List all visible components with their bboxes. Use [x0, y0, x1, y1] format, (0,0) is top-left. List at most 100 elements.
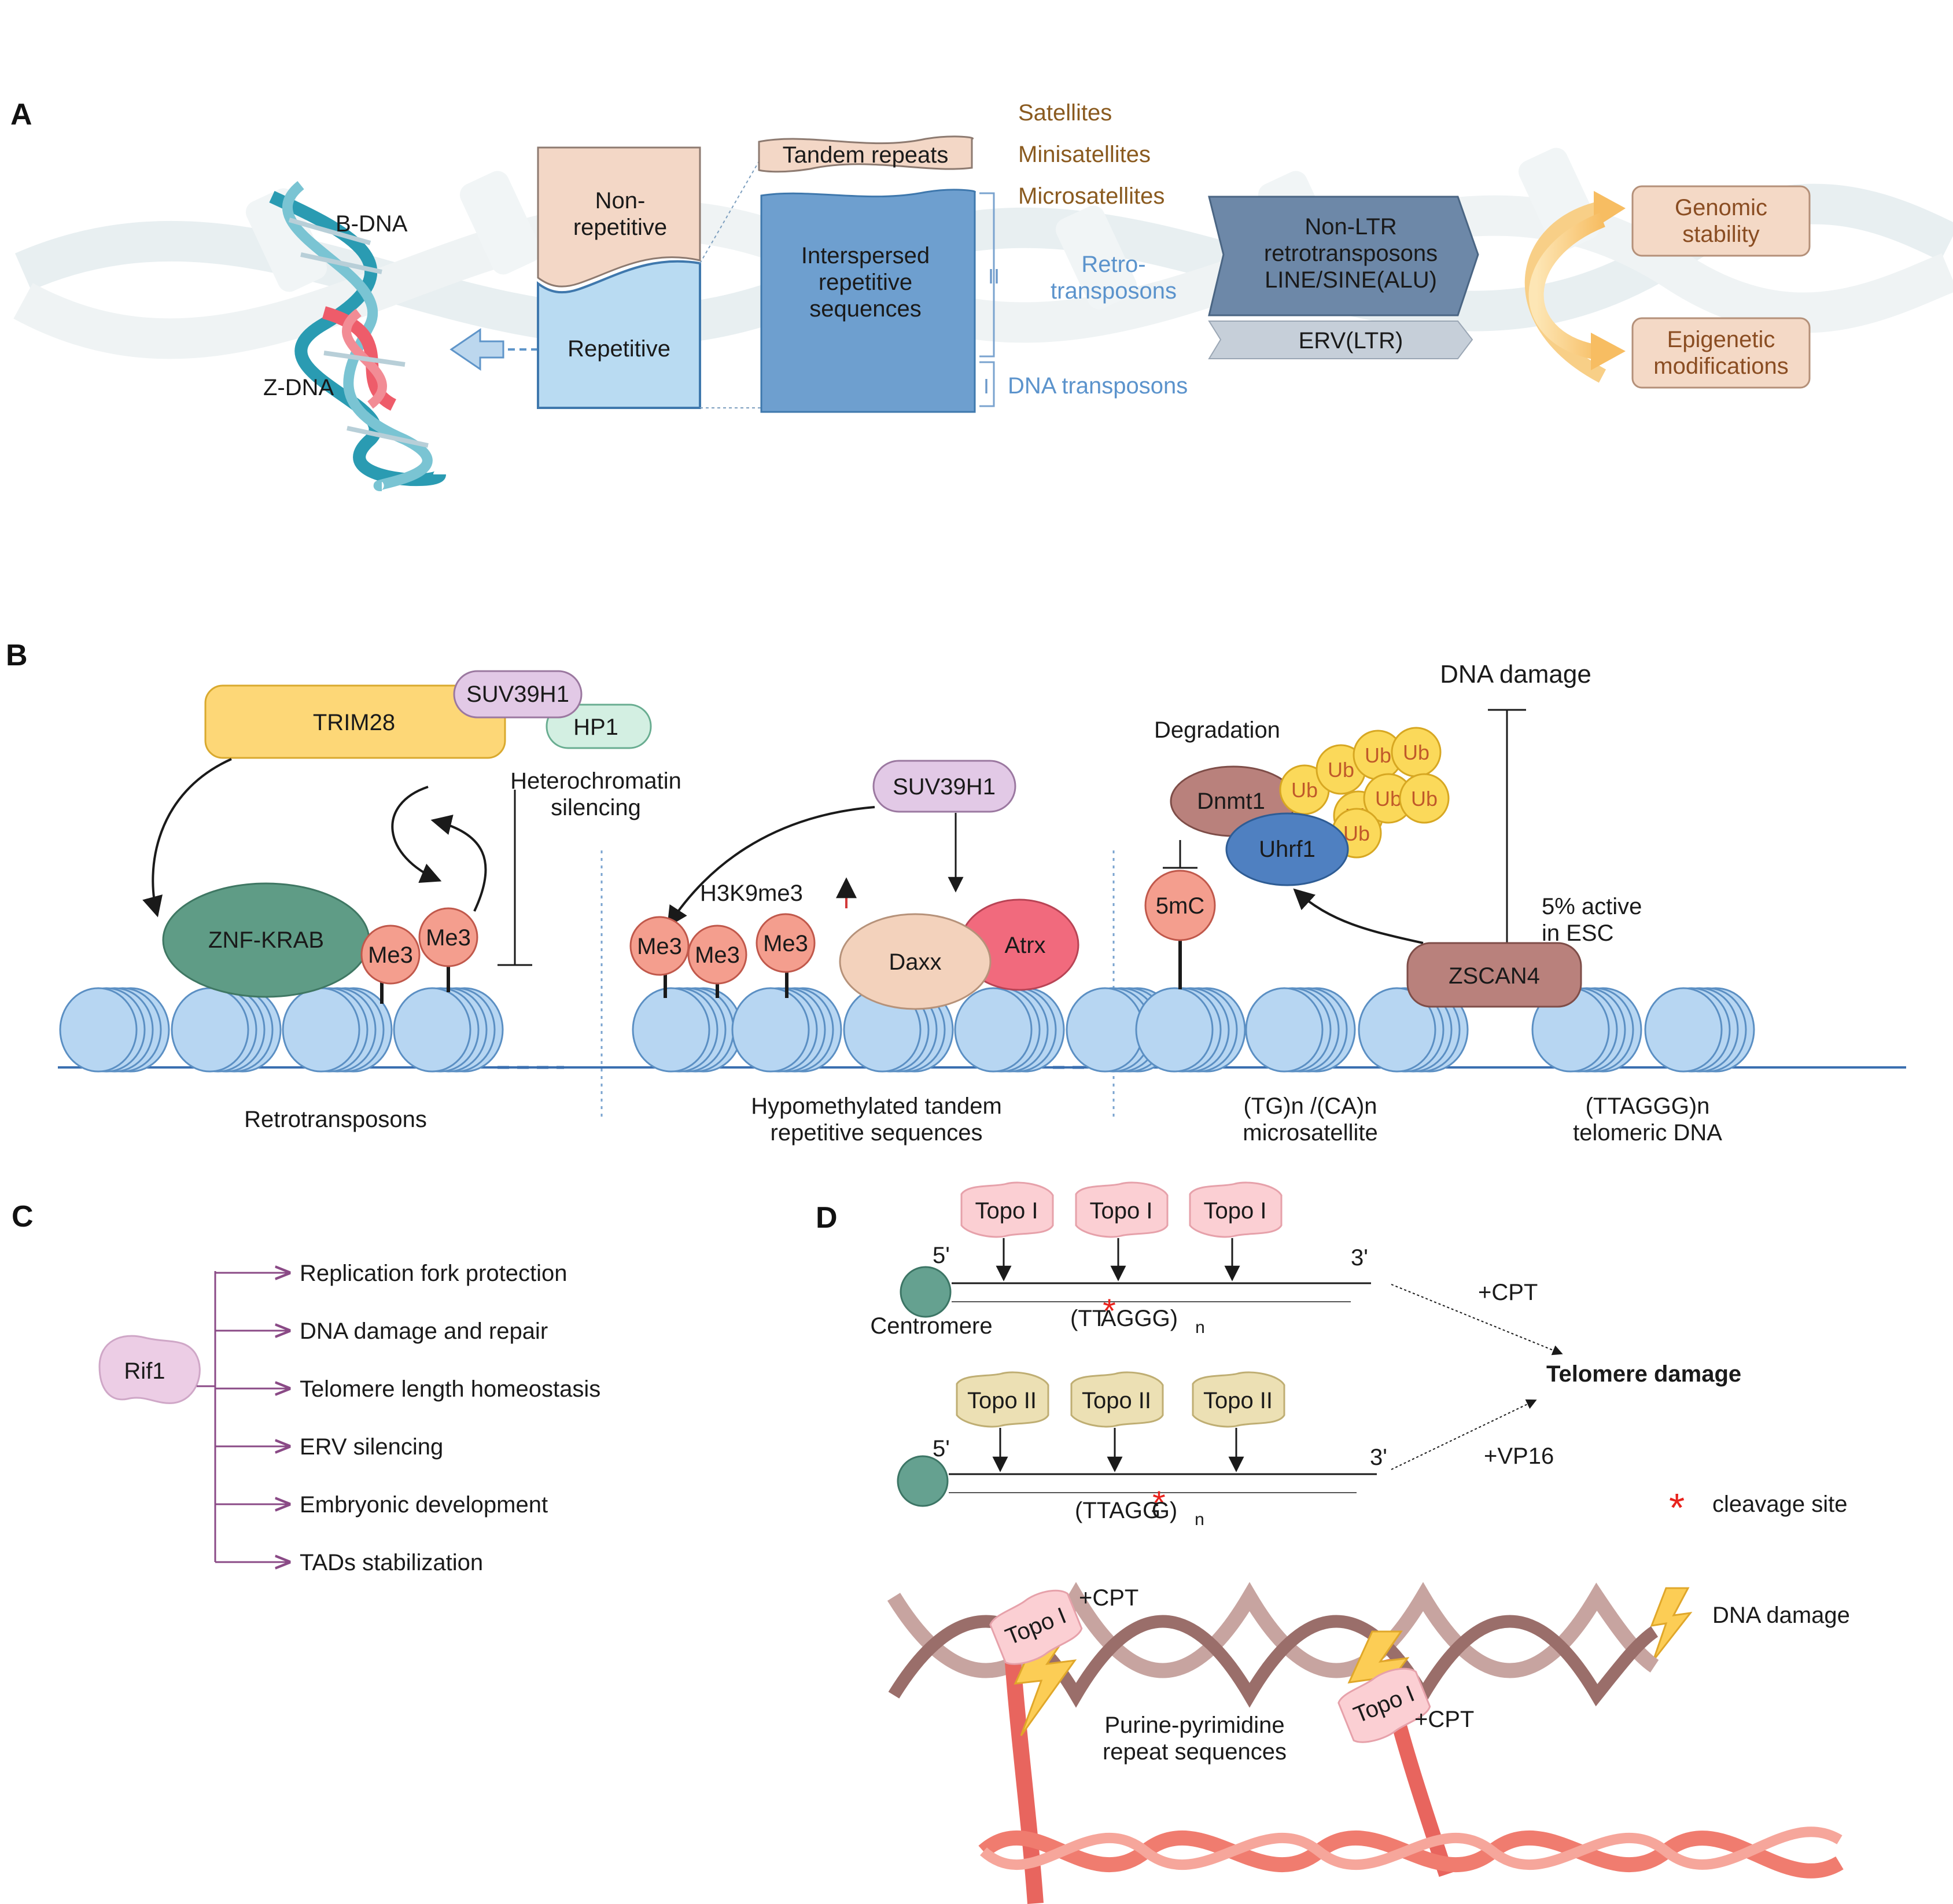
svg-text:Topo I: Topo I — [975, 1198, 1038, 1224]
nucleosome — [954, 987, 1065, 1073]
five-prime-bottom: 5' — [933, 1436, 950, 1461]
topo1-helix-right: Topo I — [1337, 1667, 1431, 1743]
ub-label: Ub — [1411, 787, 1438, 811]
panel-d: D Topo I Topo I Topo I 5' 3' Centromere (T… — [816, 1181, 1850, 1904]
nucleosome — [282, 987, 393, 1073]
ubiquitin-chain: UbUbUbUbUbUbUbUb — [1279, 727, 1450, 859]
dnmt1-label: Dnmt1 — [1197, 789, 1265, 814]
cpt-label: +CPT — [1478, 1280, 1538, 1305]
centromere-label: Centromere — [870, 1313, 992, 1339]
feedback-arrow-up — [430, 815, 487, 912]
topo2-enzyme: Topo II — [956, 1371, 1049, 1428]
cleavage-legend-mark: * — [1669, 1485, 1685, 1530]
function-item: Replication fork protection — [300, 1261, 567, 1286]
function-item: Telomere length homeostasis — [300, 1376, 600, 1402]
svg-text:Topo II: Topo II — [967, 1388, 1037, 1413]
nucleosome — [731, 987, 842, 1073]
caption-retrotransposons: Retrotransposons — [244, 1107, 427, 1132]
rif1-label: Rif1 — [124, 1358, 165, 1384]
trim28-label: TRIM28 — [313, 710, 395, 735]
dna-damage-top-label: DNA damage — [1440, 660, 1591, 688]
topo1-enzyme: Topo I — [960, 1181, 1054, 1238]
h3k9me3-label: H3K9me3 — [700, 881, 803, 906]
svg-text:Me3: Me3 — [426, 925, 471, 951]
erv-label: ERV(LTR) — [1299, 328, 1403, 353]
panel-label-d: D — [816, 1201, 838, 1235]
me3-marks-left: Me3 Me3 — [360, 907, 478, 1004]
topo1-enzyme: Topo I — [1189, 1181, 1283, 1238]
svg-text:Me3: Me3 — [637, 934, 682, 959]
svg-text:Me3: Me3 — [368, 942, 413, 968]
feedback-arrow-down — [391, 786, 442, 883]
cpt-right-label: +CPT — [1414, 1707, 1474, 1732]
centromere-bottom — [897, 1455, 949, 1507]
genomic-stability-box — [1631, 185, 1811, 257]
function-item: ERV silencing — [300, 1434, 443, 1460]
ub-label: Ub — [1403, 741, 1429, 764]
class-ii-mark: II — [988, 264, 1000, 288]
5mc-label: 5mC — [1156, 893, 1204, 919]
trim28-box — [204, 684, 506, 759]
three-prime-top: 3' — [1351, 1245, 1368, 1270]
lightning-legend-icon — [1650, 1587, 1693, 1661]
retrotransposons-label: Retro-transposons — [1051, 252, 1177, 304]
silencing-inhibit-line — [498, 790, 532, 966]
trim28-to-znf-arrow — [142, 758, 232, 918]
me3-marks-mid: Me3 Me3 Me3 — [629, 913, 816, 998]
dnmt1-inhibit-5mc — [1163, 840, 1197, 869]
panel-label-c: C — [12, 1200, 34, 1233]
topo1-helix-left: Topo I — [989, 1589, 1083, 1665]
znf-krab-label: ZNF-KRAB — [208, 927, 324, 953]
nucleosome — [632, 987, 743, 1073]
vp16-label: +VP16 — [1484, 1443, 1554, 1469]
nucleosome — [171, 987, 282, 1073]
repetitive-label: Repetitive — [568, 336, 670, 362]
svg-text:Topo I: Topo I — [1204, 1198, 1267, 1224]
non-repetitive-block — [537, 146, 701, 288]
telomere-damage-label: Telomere damage — [1546, 1361, 1741, 1387]
three-prime-bottom: 3' — [1370, 1445, 1387, 1470]
suv39h1-left-label: SUV39H1 — [466, 682, 569, 707]
svg-text:Topo I: Topo I — [1090, 1198, 1153, 1224]
interspersed-block — [760, 189, 976, 413]
atrx-label: Atrx — [1004, 933, 1045, 958]
topo1-row: Topo I Topo I Topo I — [960, 1181, 1283, 1281]
nucleosome — [1135, 987, 1246, 1073]
svg-text:Topo II: Topo II — [1203, 1388, 1273, 1413]
zscan4-box — [1406, 942, 1582, 1008]
ub-label: Ub — [1365, 743, 1391, 767]
outcome-arrows — [1524, 191, 1626, 383]
hp1-box — [546, 704, 652, 749]
cleavage-legend-label: cleavage site — [1712, 1491, 1847, 1517]
hp1-label: HP1 — [573, 715, 618, 740]
panel-label-b: B — [6, 639, 28, 672]
zscan4-to-uhrf1-arrow — [1293, 888, 1424, 944]
daxx-protein — [839, 913, 992, 1010]
seq1-label: (TT*AGGG)n — [1070, 1292, 1205, 1337]
tandem-repeats-label: Tandem repeats — [783, 142, 949, 168]
ub-bead — [1399, 773, 1450, 824]
svg-text:Topo II: Topo II — [1082, 1388, 1151, 1413]
satellites-label: Satellites — [1018, 100, 1112, 126]
topo2-enzyme: Topo II — [1192, 1371, 1285, 1428]
function-item: TADs stabilization — [300, 1550, 483, 1575]
cpt-left-label: +CPT — [1079, 1585, 1138, 1611]
rif1-protein — [98, 1335, 201, 1404]
cpt-arrow — [1391, 1284, 1563, 1356]
tandem-repeats-block — [758, 135, 974, 173]
uhrf1-label: Uhrf1 — [1259, 837, 1315, 862]
function-item: Embryonic development — [300, 1492, 548, 1518]
dashed-arrow-icon — [449, 328, 538, 371]
panel-a: A B-DNA Z — [10, 98, 1953, 491]
degradation-label: Degradation — [1154, 717, 1280, 743]
minisatellites-label: Minisatellites — [1018, 142, 1151, 167]
dna-damage-inhibit-line — [1488, 709, 1526, 957]
